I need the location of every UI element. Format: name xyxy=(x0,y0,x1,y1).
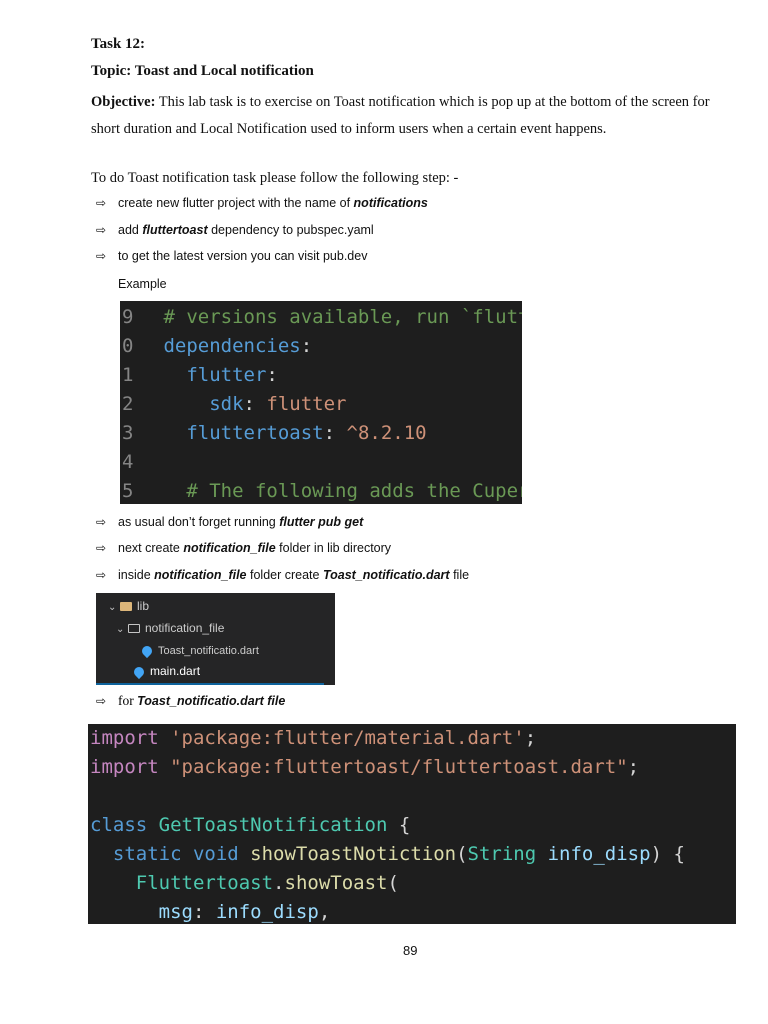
dart-icon xyxy=(139,643,155,658)
file-explorer-screenshot: ⌄lib ⌄notification_file Toast_notificati… xyxy=(96,593,335,685)
code-line: 2 sdk: flutter xyxy=(122,393,347,415)
step-item: ⇨next create notification_file folder in… xyxy=(96,541,392,555)
tree-item-main-dart: main.dart xyxy=(131,660,200,682)
code-line: static void showToastNotiction(String in… xyxy=(112,843,685,865)
pubspec-code-screenshot: 9 # versions available, run `flutt 0 dep… xyxy=(120,301,522,504)
page-number: 89 xyxy=(403,943,418,958)
code-line: import "package:fluttertoast/fluttertoas… xyxy=(90,756,640,778)
arrow-icon: ⇨ xyxy=(96,694,107,708)
arrow-icon: ⇨ xyxy=(96,249,107,263)
code-line: msg: info_disp, xyxy=(158,901,331,923)
code-line: 0 dependencies: xyxy=(122,335,313,357)
step-item: ⇨for Toast_notificatio.dart file xyxy=(96,693,286,708)
example-label: Example xyxy=(118,277,167,291)
step-item: ⇨create new flutter project with the nam… xyxy=(96,196,428,210)
arrow-icon: ⇨ xyxy=(96,541,107,555)
tree-item-toast-file: Toast_notificatio.dart xyxy=(139,639,259,661)
dart-icon xyxy=(131,664,147,679)
arrow-icon: ⇨ xyxy=(96,568,107,582)
intro-text: To do Toast notification task please fol… xyxy=(91,170,459,186)
code-line: Fluttertoast.showToast( xyxy=(135,872,399,894)
step-item: ⇨inside notification_file folder create … xyxy=(96,568,470,582)
code-line: 4 xyxy=(122,451,134,473)
selection-indicator xyxy=(96,683,324,685)
code-line: 9 # versions available, run `flutt xyxy=(122,306,522,328)
step-item: ⇨to get the latest version you can visit… xyxy=(96,249,368,263)
arrow-icon: ⇨ xyxy=(96,223,107,237)
arrow-icon: ⇨ xyxy=(96,196,107,210)
folder-icon xyxy=(120,602,132,612)
dart-code-screenshot: import 'package:flutter/material.dart'; … xyxy=(88,724,736,924)
objective-label: Objective: xyxy=(91,94,156,110)
code-line: 5 # The following adds the Cuper xyxy=(122,480,522,502)
objective-paragraph: Objective: This lab task is to exercise … xyxy=(91,89,741,143)
tree-item-notification-file: ⌄notification_file xyxy=(116,617,224,639)
code-line: class GetToastNotification { xyxy=(90,814,411,836)
task-title: Task 12: xyxy=(91,36,146,52)
folder-open-icon xyxy=(128,624,140,634)
step-item: ⇨as usual don’t forget running flutter p… xyxy=(96,515,364,529)
code-line: 1 flutter: xyxy=(122,364,278,386)
tree-item-lib: ⌄lib xyxy=(108,595,149,617)
arrow-icon: ⇨ xyxy=(96,515,107,529)
code-line: 3 fluttertoast: ^8.2.10 xyxy=(122,422,427,444)
chevron-down-icon: ⌄ xyxy=(108,602,117,613)
code-line: import 'package:flutter/material.dart'; xyxy=(90,727,537,749)
step-item: ⇨add fluttertoast dependency to pubspec.… xyxy=(96,223,374,237)
objective-text: This lab task is to exercise on Toast no… xyxy=(91,94,710,137)
topic-heading: Topic: Toast and Local notification xyxy=(91,63,314,79)
chevron-down-icon: ⌄ xyxy=(116,624,125,635)
